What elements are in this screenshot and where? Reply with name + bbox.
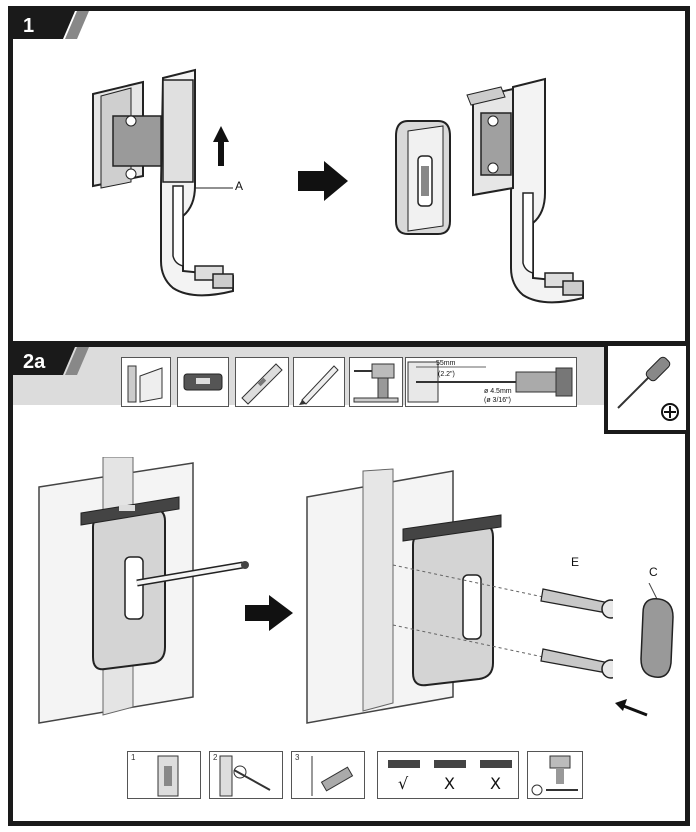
thumbnail-level-check: √ X X — [377, 751, 519, 799]
step-1-number: 1 — [23, 15, 35, 37]
step-2a-number: 2a — [23, 351, 46, 373]
step-1-tab: 1 — [13, 11, 93, 43]
drill-depth-mm: 55mm — [436, 360, 456, 367]
screwdriver-tool-box — [604, 342, 690, 434]
level-bar-tool-icon — [235, 357, 289, 407]
callout-a-label: A — [235, 179, 244, 193]
thumbnail-step-3: 3 — [291, 751, 365, 799]
step-2a-tab: 2a — [13, 347, 93, 379]
thumbnail-1-number: 1 — [131, 753, 136, 762]
level-correct-mark: √ — [398, 774, 409, 793]
step-1-panel: 1 A — [8, 6, 690, 346]
screwdriver-icon — [617, 356, 679, 421]
callout-c-label: C — [649, 565, 658, 579]
detached-plate-illustration — [395, 120, 451, 235]
direction-arrow-icon — [298, 161, 348, 201]
pencil-tool-icon — [293, 357, 345, 407]
callout-e-label: E — [571, 555, 580, 569]
insert-arrow-icon — [615, 699, 648, 717]
step-1-tab-shape — [13, 11, 89, 39]
spirit-level-tool-icon — [177, 357, 229, 407]
step-2a-panel: 2a 55mm (2.2") ø 4.5mm (ø 3/16") — [8, 342, 690, 826]
thumbnail-step-1: 1 — [127, 751, 201, 799]
thumbnail-2-number: 2 — [213, 753, 218, 762]
drill-bit-in: (ø 3/16") — [484, 397, 511, 404]
drill-dimension-diagram: 55mm (2.2") ø 4.5mm (ø 3/16") — [405, 357, 577, 407]
screw-mounting-illustration — [306, 468, 613, 724]
direction-arrow-icon — [245, 595, 293, 631]
step-2a-tab-shape — [13, 347, 89, 375]
cover-cap-illustration — [640, 583, 674, 678]
drill-depth-in: (2.2") — [438, 371, 455, 378]
thumbnail-step-2: 2 — [209, 751, 283, 799]
level-wrong-mark-1: X — [444, 774, 455, 793]
marking-wall-illustration — [38, 457, 249, 724]
thumbnail-screwdriver-drill — [527, 751, 583, 799]
level-wrong-mark-2: X — [490, 774, 501, 793]
pencil-level-tool-icon — [121, 357, 171, 407]
thumbnail-3-number: 3 — [295, 753, 300, 762]
wall-arm-illustration — [466, 77, 584, 304]
bracket-assembly-illustration — [92, 68, 234, 297]
drill-bit-mm: ø 4.5mm — [484, 388, 512, 395]
drill-tool-icon — [349, 357, 403, 407]
